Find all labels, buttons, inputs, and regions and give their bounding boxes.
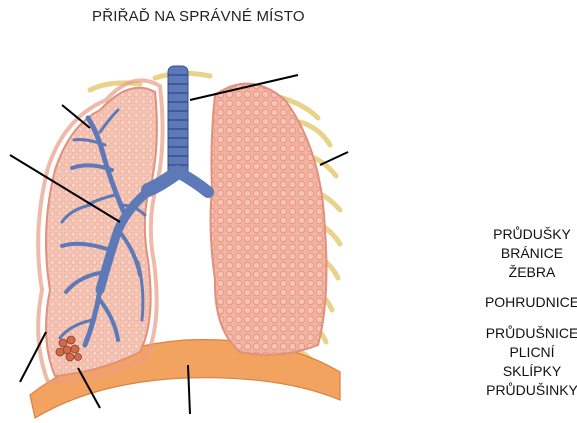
label-plicni[interactable]: PLICNÍ: [509, 344, 554, 360]
label-prudusnice[interactable]: PRŮDUŠNICE: [486, 325, 577, 341]
label-prudusinky[interactable]: PRŮDUŠINKY: [486, 382, 577, 398]
label-branice[interactable]: BRÁNICE: [501, 245, 563, 261]
label-pohrudnice[interactable]: POHRUDNICE: [485, 294, 577, 310]
label-zebra[interactable]: ŽEBRA: [509, 264, 556, 280]
label-sklipky[interactable]: SKLÍPKY: [503, 363, 561, 379]
label-prudusky[interactable]: PRŮDUŠKY: [493, 226, 571, 242]
trachea: [168, 66, 188, 176]
